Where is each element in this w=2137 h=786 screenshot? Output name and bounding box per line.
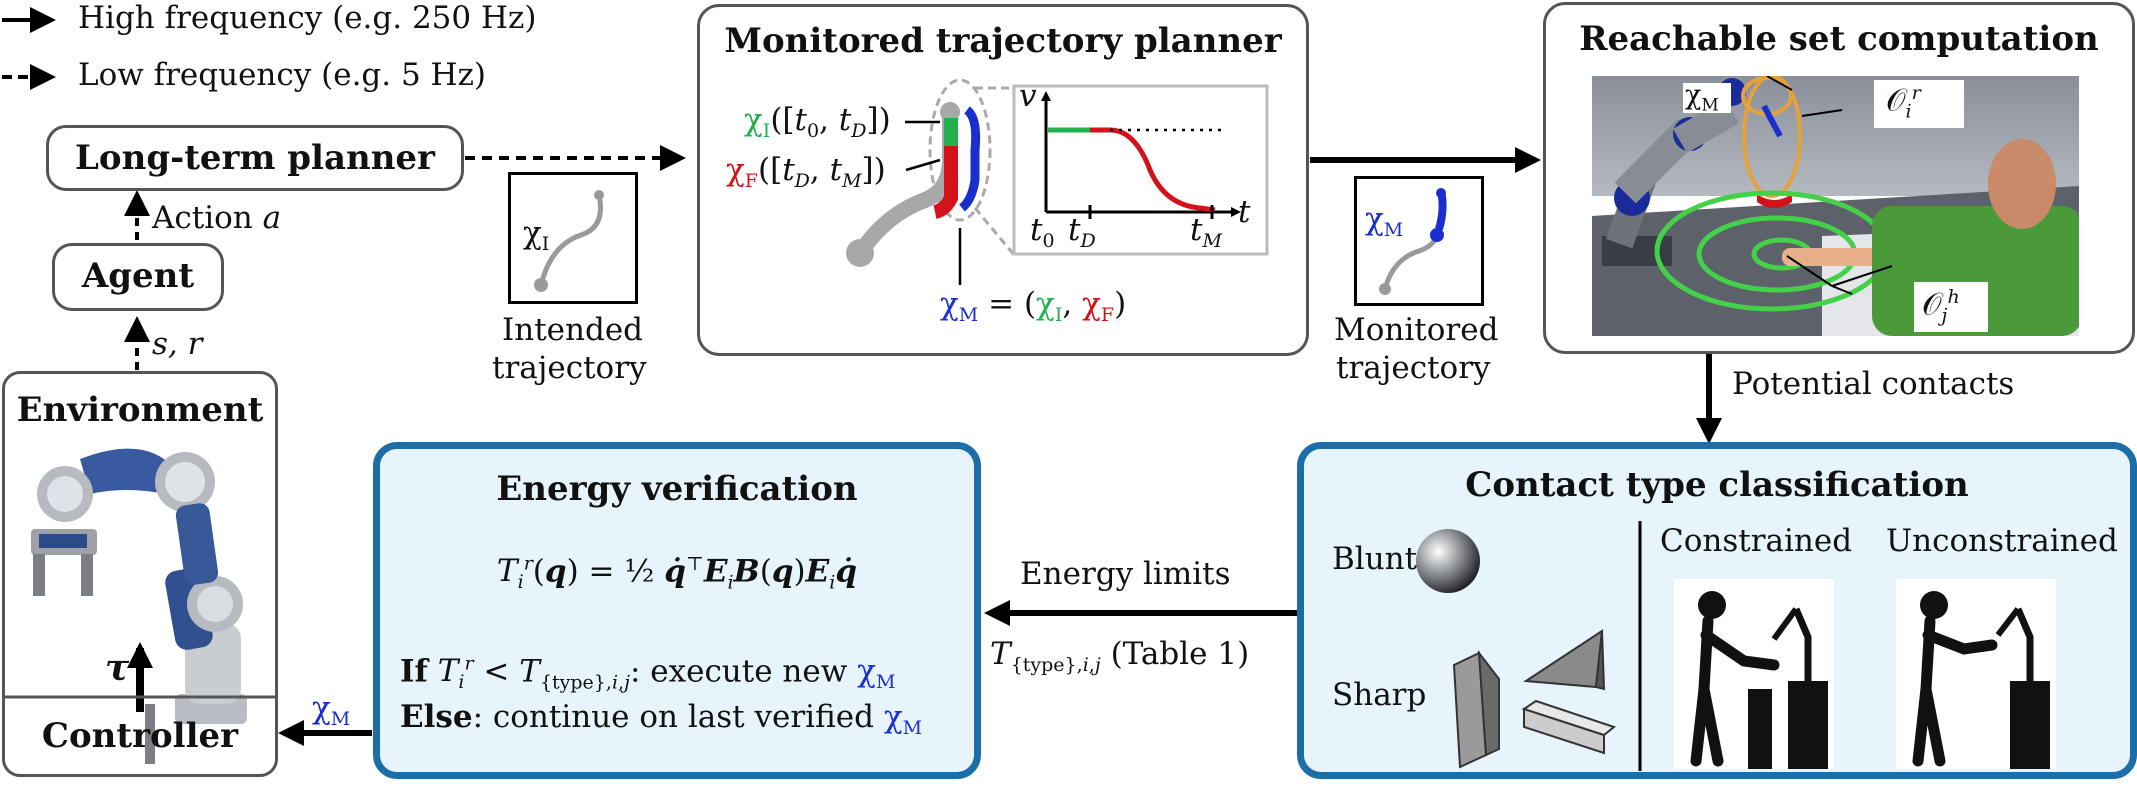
energy-if-line: If Tir < T{type},i,j: execute new χM — [400, 653, 896, 694]
tick-t0: t0 — [1030, 212, 1055, 253]
velocity-axis-t: t — [1238, 194, 1251, 230]
monitored-trajectory-curve — [1379, 188, 1447, 295]
monitored-chi-label: χM — [1365, 201, 1404, 242]
chi-i-range-label: χI([t0, tD]) — [744, 102, 891, 143]
action-label: Action a — [152, 200, 282, 236]
blunt-sphere — [1416, 529, 1480, 593]
controller-label: Controller — [41, 716, 239, 756]
monitored-trajectory-thumbnail: χM — [1354, 176, 1484, 306]
blunt-label: Blunt — [1332, 541, 1418, 577]
reachable-set-title: Reachable set computation — [1579, 19, 2099, 59]
contact-type-illustrations — [1416, 521, 2056, 771]
intended-trajectory-curve — [534, 190, 604, 292]
monitored-caption-1: Monitored — [1334, 312, 1499, 348]
environment-title: Environment — [16, 390, 264, 430]
monitored-caption-2: trajectory — [1336, 350, 1491, 386]
robot-reachable-tag: 𝒪ir — [1874, 80, 1964, 128]
chi-f-range-label: χF([tD, tM]) — [726, 152, 886, 193]
reachable-scene-illustration — [1592, 76, 2079, 336]
intended-caption-1: Intended — [502, 312, 644, 348]
sharp-pyramid — [1523, 629, 1604, 689]
contact-type-title: Contact type classification — [1465, 465, 1969, 505]
reachable-chi-m-tag: χM — [1683, 80, 1731, 115]
energy-verification-title: Energy verification — [496, 469, 858, 509]
contact-type-box: Contact type classification Blunt Sharp … — [1297, 442, 2137, 779]
state-reward-label: s, r — [152, 326, 203, 362]
constrained-label: Constrained — [1660, 523, 1853, 559]
human-reachable-tag: 𝒪jh — [1914, 282, 1988, 332]
energy-limits-ref: T{type},i,j (Table 1) — [990, 636, 1250, 677]
tick-tD: tD — [1068, 212, 1096, 253]
tau-label: τ — [105, 647, 130, 689]
unconstrained-label: Unconstrained — [1886, 523, 2118, 559]
energy-else-line: Else: continue on last verified χM — [400, 699, 923, 740]
energy-verification-box: Energy verification Tir(q) = ½ q̇⊤EiB(q)… — [373, 442, 981, 779]
intended-trajectory-thumbnail: χI — [508, 172, 638, 304]
legend-low-frequency: Low frequency (e.g. 5 Hz) — [78, 57, 487, 93]
monitored-planner-title: Monitored trajectory planner — [724, 21, 1282, 61]
energy-limits-label: Energy limits — [1020, 556, 1231, 592]
intended-caption-2: trajectory — [492, 350, 647, 386]
reachable-set-scene — [1592, 76, 2079, 336]
long-term-planner-label: Long-term planner — [75, 138, 435, 178]
chi-m-arrow-label: χM — [312, 690, 351, 731]
agent-box: Agent — [52, 243, 224, 311]
long-term-planner-box: Long-term planner — [46, 125, 464, 191]
intended-chi-label: χI — [523, 215, 550, 256]
tick-tM: tM — [1190, 212, 1222, 253]
robot-arm-illustration — [31, 448, 247, 764]
chi-m-equation: χM = (χI, χF) — [940, 286, 1127, 327]
agent-label: Agent — [81, 256, 195, 296]
potential-contacts-label: Potential contacts — [1732, 366, 2015, 402]
energy-formula: Tir(q) = ½ q̇⊤EiB(q)Eiq̇ — [496, 553, 858, 594]
velocity-axis-v: v — [1019, 78, 1037, 114]
sharp-label: Sharp — [1332, 677, 1427, 713]
legend-high-frequency: High frequency (e.g. 250 Hz) — [78, 0, 537, 36]
